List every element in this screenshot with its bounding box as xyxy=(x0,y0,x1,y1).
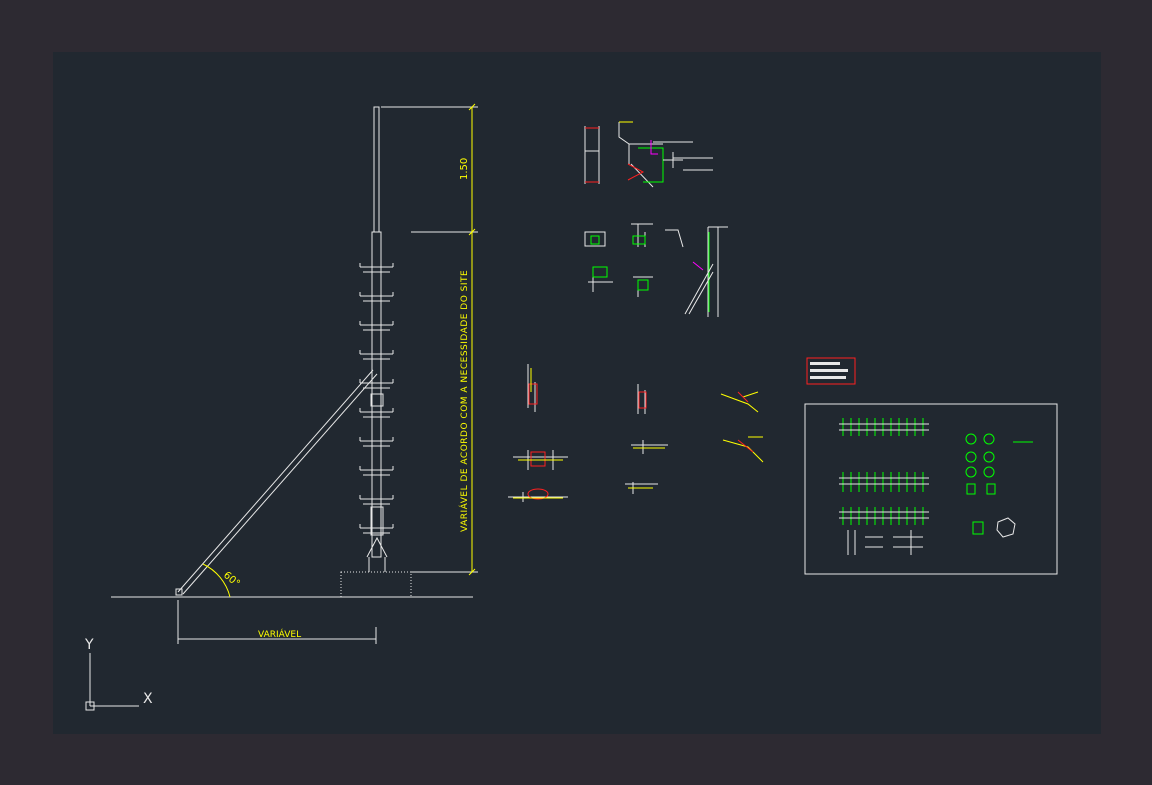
angle-marker: 60° xyxy=(202,563,242,598)
concrete-footing xyxy=(340,571,412,598)
legend-box xyxy=(806,357,856,385)
detail-connections xyxy=(584,223,728,317)
ucs-x-label: X xyxy=(143,691,153,707)
vertical-dimension xyxy=(468,103,476,576)
ucs-y-label: Y xyxy=(84,637,94,653)
diagonal-strut-1 xyxy=(177,369,374,593)
dimension-horizontal-label: VARIÁVEL xyxy=(258,628,301,640)
dimension-top-label: 1.50 xyxy=(459,158,470,180)
ucs-icon xyxy=(85,653,139,711)
tower-elevation xyxy=(111,106,478,644)
detail-top xyxy=(584,121,713,188)
mast-top xyxy=(373,106,380,233)
tower-brackets xyxy=(359,263,394,534)
detail-brackets xyxy=(508,364,764,502)
tower-base xyxy=(366,536,388,572)
dimension-vertical-label: VARIÁVEL DE ACORDO COM A NECESSIDADE DO … xyxy=(458,270,470,532)
drawing-viewport[interactable]: 60° 1.50 VARIÁVEL DE ACORDO COM A NECESS… xyxy=(53,52,1101,734)
angle-label: 60° xyxy=(221,570,242,590)
parts-schedule xyxy=(804,403,1058,575)
diagonal-strut-2 xyxy=(182,373,378,595)
cad-drawing-canvas[interactable]: 60° 1.50 VARIÁVEL DE ACORDO COM A NECESS… xyxy=(53,52,1101,734)
